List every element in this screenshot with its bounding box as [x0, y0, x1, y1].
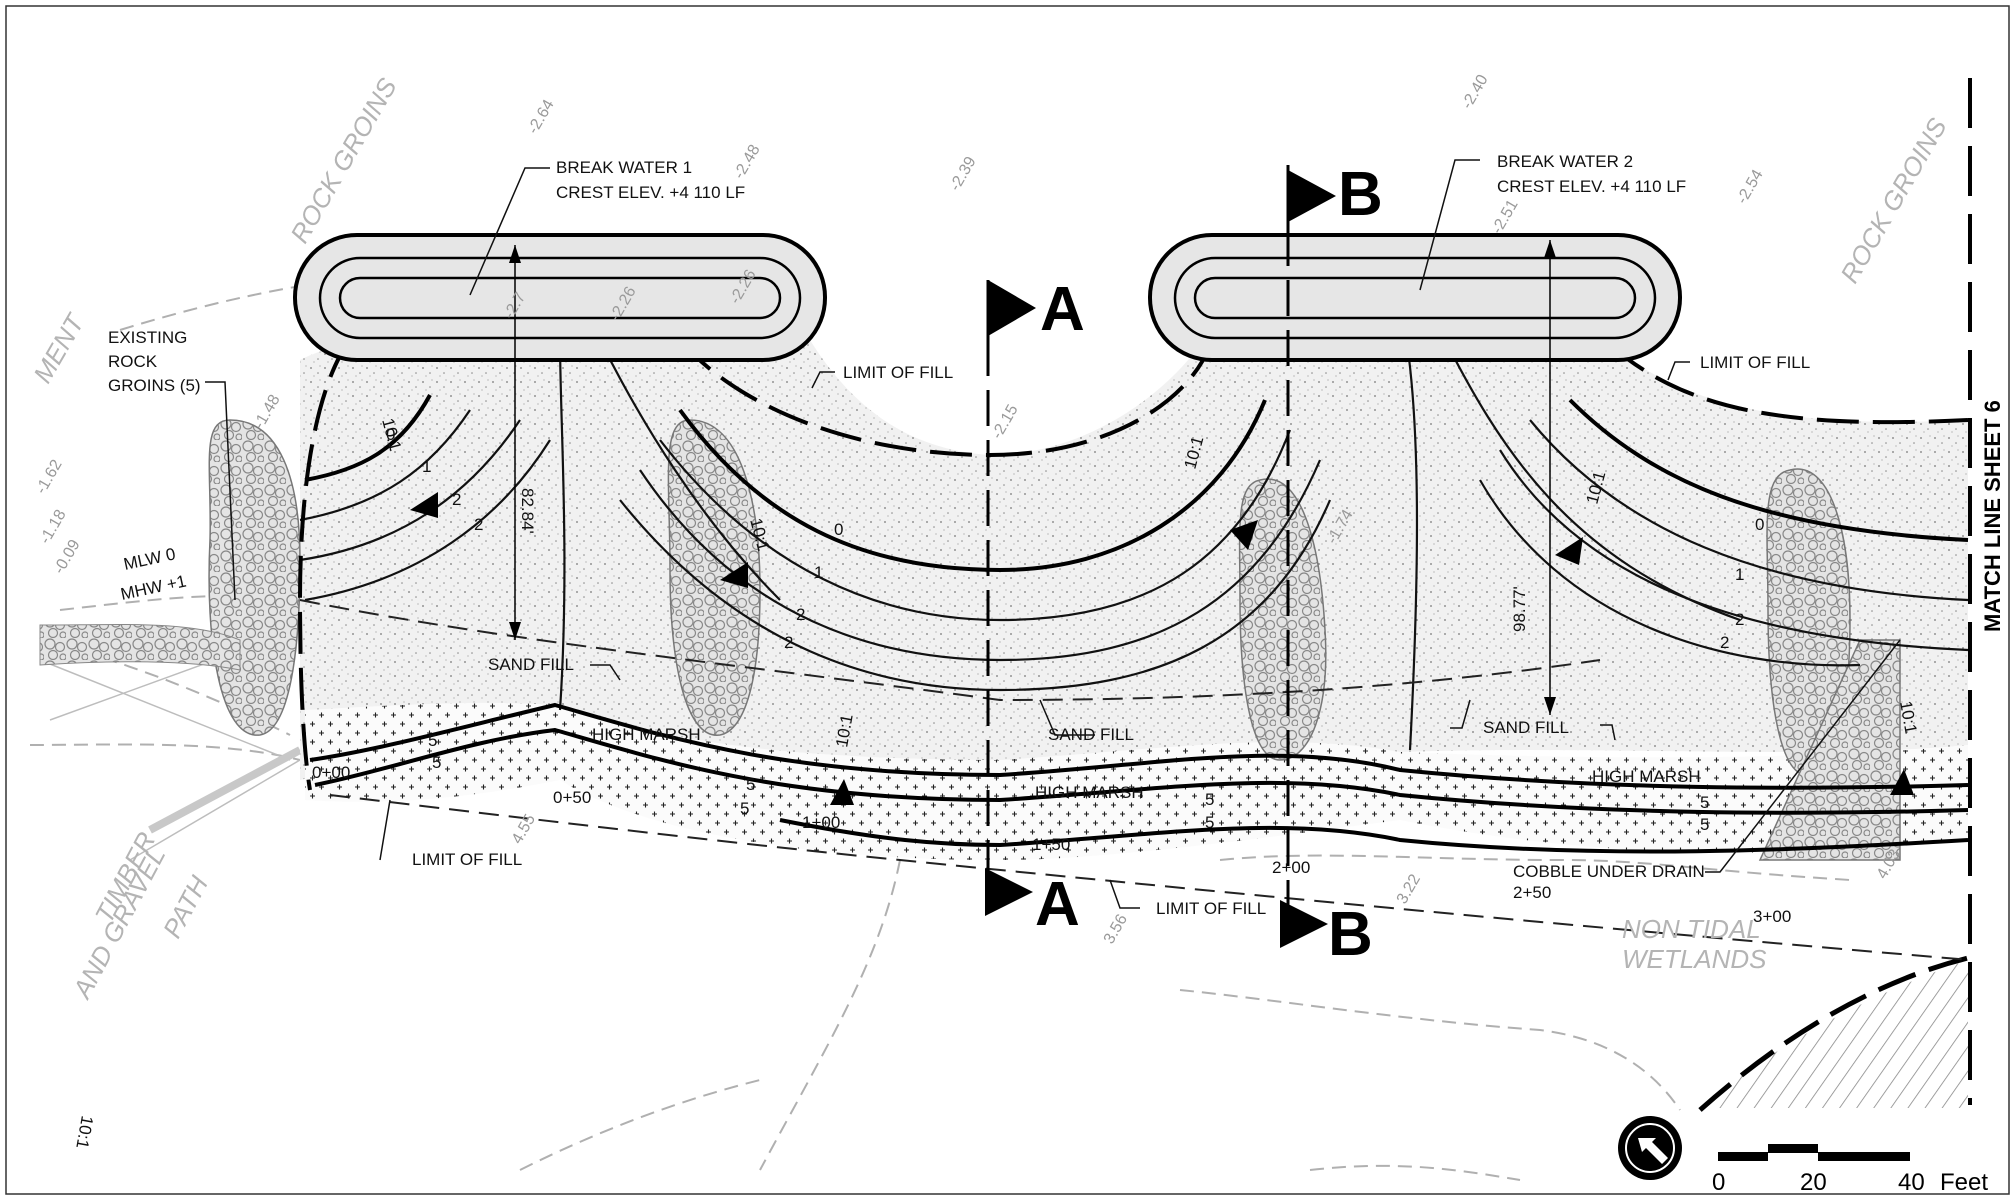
spot-elevation: -2.40: [1459, 72, 1492, 112]
scale-bar: 0 20 40 Feet: [1712, 1144, 1988, 1196]
spot-elevation: -2.54: [1734, 167, 1767, 207]
rock-groins-label-right: ROCK GROINS: [1834, 112, 1953, 288]
station-label: 2+00: [1272, 858, 1310, 877]
contour-label: 0: [386, 425, 395, 444]
existing-edge-line: [1698, 955, 1969, 1112]
spot-elevation: -2.64: [525, 97, 558, 137]
dimension-label-1: 82.84': [518, 488, 537, 534]
match-line-label: MATCH LINE SHEET 6: [1980, 400, 2005, 632]
contour-label: 0: [1755, 515, 1764, 534]
contour-label: 5: [746, 775, 755, 794]
slope-label: 10:1: [72, 1114, 96, 1150]
contour-label: 2: [1720, 633, 1729, 652]
limit-of-fill-label-4: LIMIT OF FILL: [1156, 899, 1266, 918]
spot-elevation: -1.48: [251, 392, 284, 432]
high-marsh-label-2: HIGH MARSH: [1035, 783, 1144, 802]
non-tidal-line-1: NON TIDAL: [1622, 914, 1761, 944]
section-a-label-top: A: [1040, 275, 1085, 344]
timber-path-line-3: PATH: [157, 871, 214, 943]
mlw-label: MLW 0: [122, 544, 177, 574]
section-flags: [985, 165, 1336, 948]
high-marsh-label-1: HIGH MARSH: [592, 725, 701, 744]
breakwater-2: [1148, 233, 1682, 362]
spot-elevation: -1.18: [37, 507, 70, 547]
contour-label: 5: [1700, 815, 1709, 834]
section-cut-lines: [986, 180, 1290, 920]
contour-label: 5: [1205, 813, 1214, 832]
breakwater-1-crest: CREST ELEV. +4 110 LF: [556, 183, 745, 202]
contour-label: 1: [422, 457, 431, 476]
contour-label: 2: [784, 633, 793, 652]
rock-groins-label-left: ROCK GROINS: [284, 72, 403, 248]
ment-label: MENT: [27, 307, 91, 388]
contour-label: 5: [428, 731, 437, 750]
contour-label: 5: [740, 799, 749, 818]
dimension-lines: [509, 240, 1556, 715]
contour-label: 1: [814, 563, 823, 582]
scale-tick-label: 0: [1712, 1169, 1725, 1196]
limit-of-fill-label-3: LIMIT OF FILL: [412, 850, 522, 869]
contour-label: 5: [432, 753, 441, 772]
limit-of-fill-lines: [297, 338, 1971, 961]
section-a-label-bottom: A: [1035, 870, 1080, 939]
scale-tick-label: 20: [1800, 1169, 1827, 1196]
spot-elevation: -0.09: [51, 537, 84, 577]
section-b-label-bottom: B: [1328, 900, 1373, 969]
scale-tick-label: 40: [1898, 1169, 1925, 1196]
contour-label: 2: [1735, 610, 1744, 629]
limit-of-fill-label-2: LIMIT OF FILL: [1700, 353, 1810, 372]
existing-groins-line-2: ROCK: [108, 352, 158, 371]
dimension-label-2: 98.77': [1510, 586, 1529, 632]
spot-elevation: -2.39: [947, 154, 980, 194]
hatched-structure: [1700, 960, 1968, 1108]
cobble-under-drain-label: COBBLE UNDER DRAIN: [1513, 862, 1705, 881]
callout-leaders: [205, 159, 1901, 909]
spot-elevation: 3.56: [1101, 911, 1131, 947]
station-label: 1+50: [1032, 835, 1070, 854]
contour-label: 0: [834, 520, 843, 539]
high-marsh-label-3: HIGH MARSH: [1592, 767, 1701, 786]
breakwater-1: [293, 233, 827, 362]
station-label: 1+00: [802, 813, 840, 832]
contour-label: 5: [1700, 793, 1709, 812]
breakwater-2-crest: CREST ELEV. +4 110 LF: [1497, 177, 1686, 196]
limit-of-fill-label-1: LIMIT OF FILL: [843, 363, 953, 382]
spot-elevation: 3.22: [1394, 871, 1424, 907]
contour-label: 2: [796, 605, 805, 624]
sheet-border: [5, 5, 2010, 1195]
non-tidal-line-2: WETLANDS: [1622, 944, 1767, 974]
existing-groins-line-3: GROINS (5): [108, 376, 201, 395]
station-label: 0+50: [553, 788, 591, 807]
contour-label: 2: [452, 490, 461, 509]
sand-fill-label-3: SAND FILL: [1483, 718, 1569, 737]
station-label: 0+00: [312, 763, 350, 782]
sand-fill-label-1: SAND FILL: [488, 655, 574, 674]
contour-label: 1: [1735, 565, 1744, 584]
slope-arrows: [410, 492, 1914, 805]
contour-label: 2: [474, 515, 483, 534]
contour-label: 5: [1205, 790, 1214, 809]
spot-elevation: -2.51: [1489, 197, 1522, 237]
sand-fill-label-2: SAND FILL: [1048, 725, 1134, 744]
station-label: 3+00: [1753, 907, 1791, 926]
spot-elevation: -1.62: [33, 457, 66, 497]
breakwater-2-title: BREAK WATER 2: [1497, 152, 1633, 171]
station-label: 2+50: [1513, 883, 1551, 902]
existing-groins-line-1: EXISTING: [108, 328, 187, 347]
high-marsh-area: [305, 702, 1968, 860]
section-b-label-top: B: [1338, 160, 1383, 229]
breakwater-1-title: BREAK WATER 1: [556, 158, 692, 177]
spot-elevation: -2.15: [989, 402, 1022, 442]
scale-unit-label: Feet: [1940, 1169, 1988, 1196]
spot-elevation: -2.48: [731, 142, 764, 182]
north-arrow-icon: [1618, 1116, 1682, 1180]
